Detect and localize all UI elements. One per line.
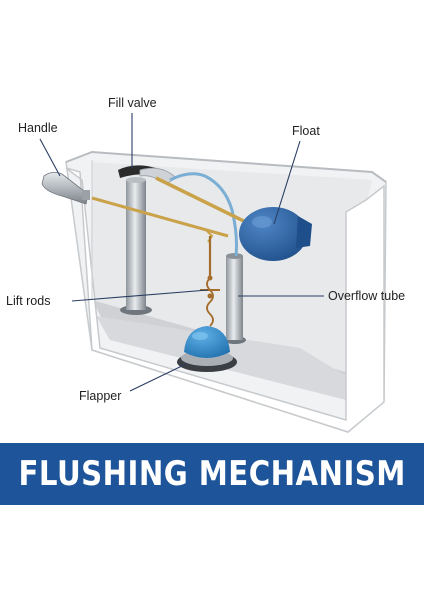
label-flapper: Flapper [79, 389, 121, 403]
leader-flapper [129, 363, 187, 392]
flapper [177, 326, 237, 372]
handle [41, 172, 90, 205]
leader-handle [39, 138, 61, 177]
refill-hose [169, 172, 238, 257]
label-handle: Handle [18, 121, 58, 135]
title-banner: FLUSHING MECHANISM [0, 443, 424, 505]
float [239, 207, 312, 261]
overflow-tube [224, 253, 246, 344]
label-lift-rods: Lift rods [6, 294, 50, 308]
label-float: Float [292, 124, 320, 138]
leader-float [273, 140, 301, 225]
lift-arm [91, 196, 229, 238]
label-fill-valve: Fill valve [108, 96, 157, 110]
banner-title: FLUSHING MECHANISM [18, 454, 406, 494]
label-overflow-tube: Overflow tube [328, 289, 405, 303]
leader-lines [39, 113, 324, 392]
leader-lift-rods [71, 289, 209, 302]
